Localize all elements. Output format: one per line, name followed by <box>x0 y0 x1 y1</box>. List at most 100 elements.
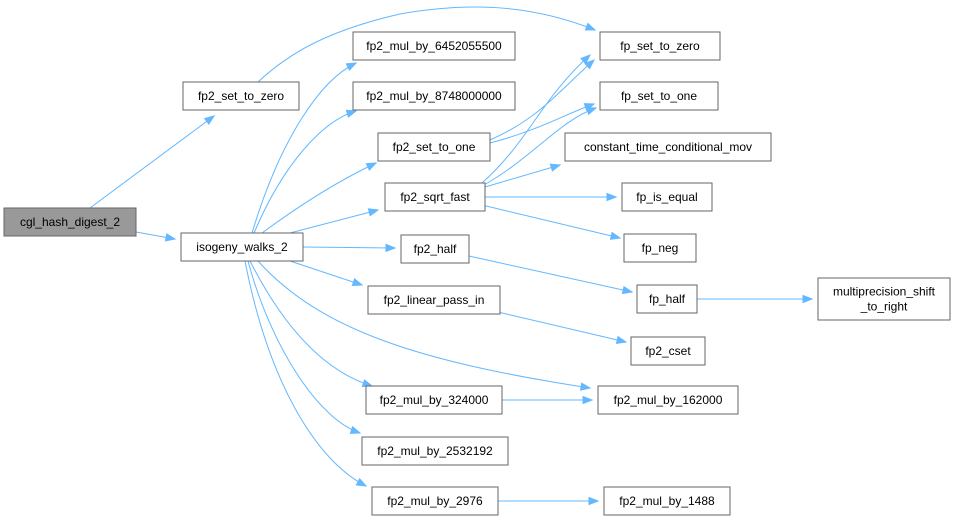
node-lin[interactable]: fp2_linear_pass_in <box>367 285 501 315</box>
node-iso[interactable]: isogeny_walks_2 <box>180 232 304 262</box>
node-m874[interactable]: fp2_mul_by_8748000000 <box>352 81 516 111</box>
arrowhead <box>365 162 378 171</box>
node-label: fp_half <box>649 292 686 306</box>
node-box <box>365 385 503 415</box>
node-fpz[interactable]: fp_set_to_zero <box>599 31 721 61</box>
edge-sqrt-to-ctc <box>484 164 561 188</box>
node-box <box>3 207 137 237</box>
node-label: fp2_half <box>414 242 457 256</box>
node-box <box>630 336 706 366</box>
node-label: constant_time_conditional_mov <box>584 140 752 154</box>
node-label: fp_set_to_zero <box>620 39 700 53</box>
node-label: fp2_mul_by_8748000000 <box>366 89 502 103</box>
node-m253[interactable]: fp2_mul_by_2532192 <box>361 436 509 466</box>
node-box <box>603 486 731 516</box>
node-box <box>599 81 719 111</box>
node-neg[interactable]: fp_neg <box>623 233 697 263</box>
node-box <box>621 182 713 212</box>
edge-iso-to-m297 <box>244 260 367 487</box>
edge-sqrt-to-fpz <box>481 54 591 184</box>
edge-cgl-to-fp2z <box>89 115 215 209</box>
arrowhead <box>355 477 368 487</box>
edge-iso-to-fp2o <box>261 162 377 234</box>
arrowhead <box>621 285 634 295</box>
arrowhead <box>549 163 562 172</box>
node-label: fp2_linear_pass_in <box>384 293 485 307</box>
arrowhead <box>385 243 397 253</box>
node-box <box>371 486 499 516</box>
node-cset[interactable]: fp2_cset <box>630 336 706 366</box>
nodes-layer: cgl_hash_digest_2 fp2_set_to_zero isogeny_… <box>3 31 951 516</box>
edge-sqrt-to-fpo <box>481 107 597 187</box>
edge-iso-to-half2 <box>302 246 396 249</box>
node-m645[interactable]: fp2_mul_by_6452055500 <box>352 31 516 61</box>
arrowhead <box>609 231 622 240</box>
node-box <box>564 132 772 162</box>
edge-iso-to-m645 <box>251 62 357 234</box>
node-eq[interactable]: fp_is_equal <box>621 182 713 212</box>
arrowhead <box>582 395 594 405</box>
node-box <box>361 436 509 466</box>
arrowhead <box>351 277 364 287</box>
node-label: fp2_set_to_zero <box>198 89 284 103</box>
node-label: fp2_mul_by_6452055500 <box>366 39 502 53</box>
edges-layer <box>89 6 814 506</box>
node-fph[interactable]: fp_half <box>636 284 698 314</box>
node-label: fp2_mul_by_1488 <box>619 494 715 508</box>
node-cgl[interactable]: cgl_hash_digest_2 <box>3 207 137 237</box>
node-m297[interactable]: fp2_mul_by_2976 <box>371 486 499 516</box>
arrowhead <box>615 335 628 344</box>
node-label: fp2_mul_by_2976 <box>387 494 483 508</box>
arrowhead <box>588 496 600 506</box>
node-fp2z[interactable]: fp2_set_to_zero <box>182 81 300 111</box>
node-label: cgl_hash_digest_2 <box>20 215 120 229</box>
node-m148[interactable]: fp2_mul_by_1488 <box>603 486 731 516</box>
arrowhead <box>584 59 596 70</box>
edge-sqrt-to-neg <box>481 204 621 239</box>
node-sqrt[interactable]: fp2_sqrt_fast <box>384 182 486 212</box>
node-label: fp_is_equal <box>636 190 697 204</box>
node-box <box>817 277 951 321</box>
node-label: isogeny_walks_2 <box>196 240 288 254</box>
node-m324[interactable]: fp2_mul_by_324000 <box>365 385 503 415</box>
node-label: fp2_mul_by_324000 <box>380 393 489 407</box>
node-half2[interactable]: fp2_half <box>400 234 470 264</box>
arrowhead <box>580 54 592 65</box>
edge-iso-to-m324 <box>249 260 373 387</box>
node-m162[interactable]: fp2_mul_by_162000 <box>597 385 739 415</box>
edge-iso-to-m253 <box>247 260 361 434</box>
node-label: fp_neg <box>642 241 679 255</box>
arrowhead <box>584 22 597 31</box>
node-box <box>636 284 698 314</box>
edge-iso-to-sqrt <box>289 209 379 234</box>
node-label: _to_right <box>860 300 908 314</box>
node-box <box>180 232 304 262</box>
node-box <box>367 285 501 315</box>
arrowhead <box>606 192 618 202</box>
arrowhead <box>203 115 216 126</box>
arrowhead <box>579 382 592 391</box>
node-label: fp2_cset <box>645 344 691 358</box>
edge-lin-to-cset <box>497 311 627 343</box>
edge-half2-to-fph <box>468 255 633 293</box>
arrowhead <box>349 425 362 434</box>
node-label: fp_set_to_one <box>621 89 697 103</box>
edge-iso-to-m874 <box>253 110 357 234</box>
node-box <box>352 31 516 61</box>
node-box <box>182 81 300 111</box>
edge-fp2o-to-fpz <box>489 59 595 141</box>
arrowhead <box>164 233 177 242</box>
edge-iso-to-lin <box>289 260 363 286</box>
node-fpo[interactable]: fp_set_to_one <box>599 81 719 111</box>
node-label: fp2_mul_by_162000 <box>614 393 723 407</box>
edge-iso-to-m162 <box>257 260 591 389</box>
node-fp2o[interactable]: fp2_set_to_one <box>377 132 491 162</box>
node-label: fp2_mul_by_2532192 <box>377 444 493 458</box>
node-mps[interactable]: multiprecision_shift_to_right <box>817 277 951 321</box>
edge-fp2z-to-fpz <box>257 6 596 83</box>
node-box <box>597 385 739 415</box>
node-ctc[interactable]: constant_time_conditional_mov <box>564 132 772 162</box>
node-box <box>384 182 486 212</box>
node-label: fp2_set_to_one <box>393 140 476 154</box>
